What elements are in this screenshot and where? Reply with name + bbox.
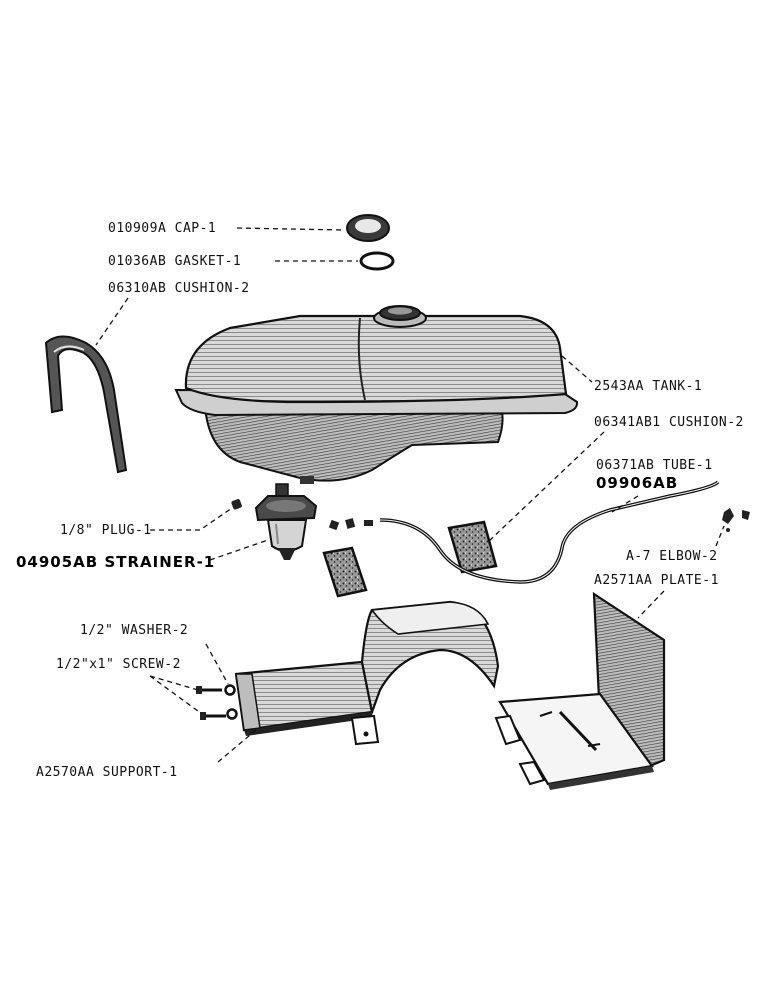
cushion-strap-part <box>44 335 128 474</box>
tube-alt-label: 09906AB <box>596 474 678 492</box>
tube-label: 06371AB TUBE-1 <box>596 458 713 473</box>
plug-part <box>231 499 242 510</box>
plate-label: A2571AA PLATE-1 <box>594 573 719 588</box>
tank-part <box>174 305 579 484</box>
screw-label: 1/2"x1" SCREW-2 <box>56 657 181 672</box>
tube-part <box>379 480 720 584</box>
screw-leader-lower <box>149 675 203 715</box>
tank-label: 2543AA TANK-1 <box>594 379 702 394</box>
washer-leader <box>205 643 229 685</box>
elbow-leader <box>715 525 725 547</box>
plate-part <box>494 591 666 790</box>
screw-part <box>196 686 226 720</box>
strainer-label: 04905AB STRAINER-1 <box>16 553 215 571</box>
strainer-part <box>254 483 318 560</box>
washer-label: 1/2" WASHER-2 <box>80 623 188 638</box>
screw-leader-upper <box>149 675 199 691</box>
plug-leader <box>150 507 233 531</box>
cushion-pad-part <box>447 520 498 574</box>
fittings-part <box>328 518 373 531</box>
washer-part <box>224 684 238 720</box>
cap-leader <box>236 227 345 231</box>
tank-leader <box>561 355 593 383</box>
gasket-label: 01036AB GASKET-1 <box>108 254 241 269</box>
elbow-part <box>722 508 750 532</box>
elbow-label: A-7 ELBOW-2 <box>626 549 718 564</box>
plate-leader <box>637 590 665 619</box>
gasket-part <box>359 251 395 271</box>
cap-part <box>346 214 390 242</box>
cap-label: 010909A CAP-1 <box>108 221 216 236</box>
cushion-pad-leader <box>487 431 605 543</box>
plug-label: 1/8" PLUG-1 <box>60 523 152 538</box>
cushion-strap-leader <box>95 297 129 346</box>
support-label: A2570AA SUPPORT-1 <box>36 765 178 780</box>
cushion-pad-label: 06341AB1 CUSHION-2 <box>594 415 744 430</box>
strainer-cushion-part <box>322 546 368 598</box>
strainer-leader <box>209 539 269 561</box>
cushion-strap-label: 06310AB CUSHION-2 <box>108 281 250 296</box>
support-part <box>234 600 500 746</box>
